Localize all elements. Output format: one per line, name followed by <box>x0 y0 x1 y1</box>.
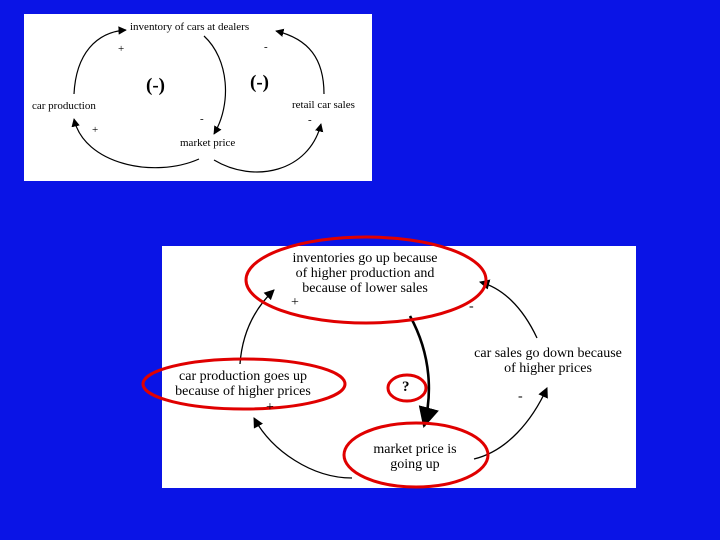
node-inventories-line2: of higher production and <box>295 266 435 281</box>
sign-sales-to-inventories: - <box>469 299 474 314</box>
arrow-price-to-sales <box>473 387 548 460</box>
node-sales-line1: car sales go down because <box>474 346 622 361</box>
highlight-question <box>386 373 428 403</box>
node-inventories: inventories go up because of higher prod… <box>290 251 440 296</box>
loop-polarity-right: (-) <box>250 72 269 93</box>
arrow-inventories-to-price <box>408 315 439 429</box>
sign-retail-to-inventory: - <box>264 41 268 53</box>
node-production: car production goes up because of higher… <box>162 369 324 399</box>
arrow-production-to-inventory <box>73 26 127 95</box>
arrow-price-to-retail <box>213 123 324 173</box>
bottom-diagram-arrows <box>141 235 548 489</box>
node-price-line2: going up <box>390 457 440 472</box>
top-diagram-arrows <box>71 26 325 173</box>
node-retail-car-sales: retail car sales <box>292 99 355 111</box>
node-sales: car sales go down because of higher pric… <box>468 346 628 376</box>
loop-polarity-left: (-) <box>146 75 165 96</box>
highlight-inventories <box>244 235 488 325</box>
arrow-sales-to-inventories <box>478 279 538 339</box>
node-car-production: car production <box>32 100 96 112</box>
node-inventory: inventory of cars at dealers <box>130 21 250 33</box>
node-inventories-line1: inventories go up because <box>292 251 438 266</box>
sign-production-to-inventories: + <box>291 295 299 310</box>
node-production-line2: because of higher prices <box>175 384 311 399</box>
node-price: market price is going up <box>360 442 470 472</box>
sign-price-to-retail: - <box>308 114 312 126</box>
highlight-price <box>342 421 490 489</box>
sign-price-to-production: + <box>92 124 99 136</box>
sign-price-to-sales: - <box>518 389 523 404</box>
arrow-production-to-inventories <box>239 289 275 365</box>
bottom-causal-loop-diagram: inventories go up because of higher prod… <box>141 235 636 489</box>
node-inventories-line3: because of lower sales <box>302 281 428 296</box>
arrow-price-to-production <box>253 417 353 479</box>
sign-inventory-to-price: - <box>200 113 204 125</box>
node-production-line1: car production goes up <box>179 369 307 384</box>
node-price-line1: market price is <box>373 442 457 457</box>
top-causal-loop-diagram: inventory of cars at dealers car product… <box>24 14 372 181</box>
sign-price-to-production: + <box>266 400 274 415</box>
arrow-price-to-production <box>71 118 200 169</box>
highlight-production <box>141 357 347 411</box>
arrow-inventory-to-price <box>203 35 227 135</box>
node-sales-line2: of higher prices <box>504 361 592 376</box>
node-market-price: market price <box>180 137 236 149</box>
question-mark: ? <box>402 379 410 395</box>
sign-production-to-inventory: + <box>118 43 125 55</box>
arrow-retail-to-inventory <box>275 28 325 95</box>
